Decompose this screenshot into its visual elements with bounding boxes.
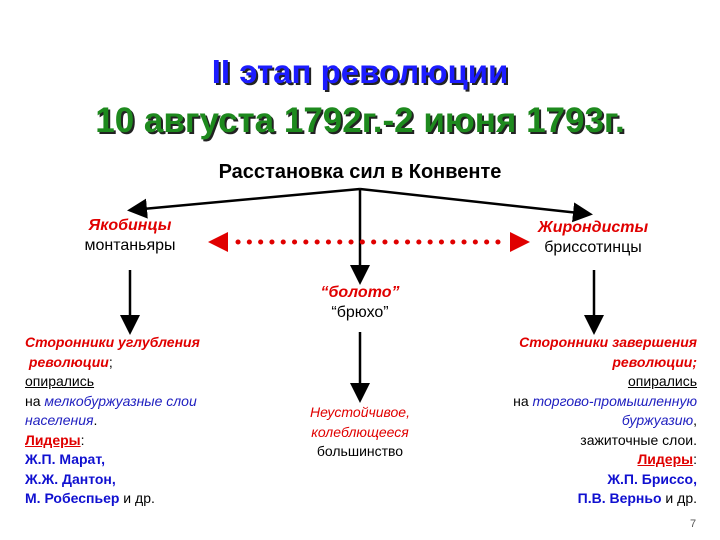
arrow-to-jacobins <box>127 187 361 219</box>
jacobins-label: Якобинцы монтаньяры <box>60 216 200 256</box>
swamp-desc-3: большинство <box>316 443 404 459</box>
leader: П.В. Верньо <box>577 490 662 506</box>
swamp-description: Неустойчивое, колеблющееся большинство <box>290 403 430 462</box>
girondins-label: Жирондисты бриссотинцы <box>520 218 666 258</box>
punct: : <box>80 431 85 448</box>
punct: . <box>93 412 98 428</box>
jacobins-name: Якобинцы <box>88 217 172 234</box>
swamp-alias: “брюхо” <box>331 304 389 321</box>
girondins-goal: Сторонники завершения <box>519 334 697 350</box>
girondins-alias: бриссотинцы <box>544 239 642 256</box>
title-dates: 10 августа 1792г.-2 июня 1793г. <box>95 101 625 140</box>
relied-label: опирались <box>627 373 697 389</box>
swamp-name: “болото” <box>320 284 400 301</box>
swamp-desc-2: колеблющееся <box>311 423 409 440</box>
girondins-extra: зажиточные слои. <box>580 431 697 448</box>
girondins-name: Жирондисты <box>537 219 649 236</box>
page-number: 7 <box>690 518 697 530</box>
punct: , <box>693 412 697 428</box>
leaders-label: Лидеры <box>25 431 81 448</box>
leader: Ж.П. Марат, <box>25 451 106 467</box>
arrow-to-girondins <box>359 187 593 223</box>
jacobins-details: Сторонники углубления революции; опирали… <box>25 333 200 509</box>
swamp-label: “болото” “брюхо” <box>290 283 430 323</box>
girondins-goal-2: революции; <box>612 353 697 370</box>
leader: Ж.П. Бриссо, <box>607 470 697 487</box>
jacobins-goal: Сторонники углубления <box>25 334 200 350</box>
conflict-arrow <box>208 232 530 252</box>
swamp-desc-1: Неустойчивое, <box>309 404 410 420</box>
jacobins-alias: монтаньяры <box>84 237 176 254</box>
girondins-details: Сторонники завершения революции; опирали… <box>513 333 697 509</box>
title: II этап революции <box>211 53 509 90</box>
relied-label: опирались <box>25 373 95 389</box>
leaders-label: Лидеры <box>637 451 694 467</box>
on-word: на <box>25 392 41 409</box>
leader: М. Робеспьер <box>25 490 120 506</box>
jacobins-base: мелкобуржуазные слои <box>44 392 197 409</box>
jacobins-goal-2: революции <box>28 353 109 370</box>
subtitle: Расстановка сил в Конвенте <box>218 161 502 183</box>
girondins-base: торгово-промышленную <box>532 392 697 409</box>
girondins-base-2: буржуазию <box>621 412 694 428</box>
punct: ; <box>108 353 113 370</box>
etc: и др. <box>119 490 155 506</box>
etc: и др. <box>661 490 697 506</box>
leader: Ж.Ж. Дантон, <box>25 470 116 487</box>
jacobins-base-2: населения <box>25 412 94 428</box>
punct: : <box>693 451 697 467</box>
on-word: на <box>513 392 533 409</box>
